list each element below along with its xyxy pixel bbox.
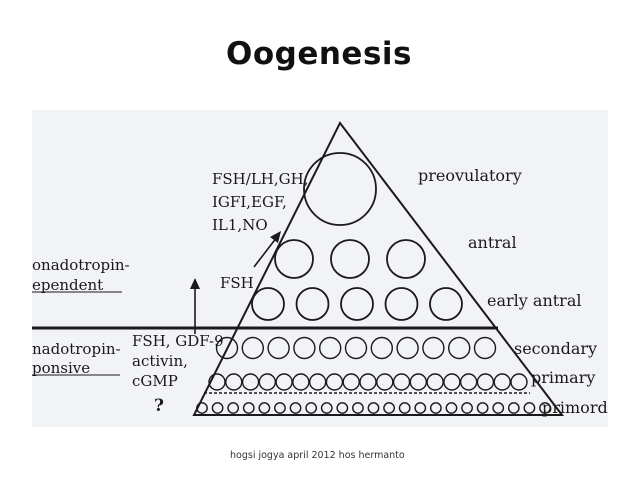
follicle-primordial xyxy=(507,402,520,414)
follicle-primordial xyxy=(336,402,349,414)
follicle-primordial xyxy=(211,402,224,414)
follicle-primary xyxy=(359,373,377,391)
follicle-primary xyxy=(443,373,461,391)
pyramid-outline xyxy=(192,121,565,416)
factor-activin: activin, xyxy=(132,352,188,370)
follicle-primary xyxy=(426,373,444,391)
follicle-primordial xyxy=(445,402,458,414)
follicle-secondary xyxy=(293,336,316,360)
follicle-early-antral xyxy=(429,287,463,321)
factor-line-2: IGFI,EGF, xyxy=(212,193,287,211)
follicle-primordial xyxy=(320,402,333,414)
follicle-primordial xyxy=(492,402,505,414)
factor-line-1: FSH/LH,GH, xyxy=(212,170,308,188)
oogenesis-diagram: FSH/LH,GH, IGFI,EGF, IL1,NO FSH FSH, GDF… xyxy=(32,110,608,427)
factor-cgmp: cGMP xyxy=(132,372,178,390)
factor-line-3: IL1,NO xyxy=(212,216,268,234)
follicle-primordial xyxy=(227,402,240,414)
follicle-primary xyxy=(275,373,293,391)
left-label-dependent-2: ependent xyxy=(32,276,103,294)
left-label-dependent-1: onadotropin- xyxy=(32,256,130,274)
follicle-early-antral xyxy=(295,287,330,321)
follicle-primordial xyxy=(242,402,255,414)
follicle-primary xyxy=(292,373,310,391)
follicle-primordial xyxy=(305,402,318,414)
follicle-primary xyxy=(493,373,511,391)
slide-title: Oogenesis xyxy=(226,36,412,72)
stage-label-secondary: secondary xyxy=(514,339,597,358)
follicle-primordial xyxy=(383,402,395,414)
follicle-primary xyxy=(376,373,394,391)
factor-unknown: ? xyxy=(154,396,164,416)
follicle-primordial xyxy=(414,402,427,414)
follicle-early-antral xyxy=(340,287,374,321)
stage-label-antral: antral xyxy=(468,233,517,252)
follicle-primordial xyxy=(367,402,380,414)
arrow-head-lower xyxy=(190,278,200,289)
follicle-secondary xyxy=(344,336,368,360)
follicle-secondary xyxy=(448,336,471,360)
left-label-responsive-2: ponsive xyxy=(32,359,90,377)
follicle-secondary xyxy=(370,336,393,360)
follicle-group xyxy=(196,152,551,414)
follicle-primordial xyxy=(429,402,442,414)
follicle-primary xyxy=(258,373,277,391)
follicle-primordial xyxy=(196,402,208,414)
follicle-primary xyxy=(225,373,243,391)
follicle-primordial xyxy=(523,402,536,414)
stage-label-early-antral: early antral xyxy=(487,291,581,310)
arrow-head-upper xyxy=(270,231,281,243)
follicle-primary xyxy=(392,373,411,391)
follicle-antral xyxy=(386,239,426,279)
follicle-primordial xyxy=(476,402,489,414)
arrow-fsh-to-upper xyxy=(253,236,278,268)
follicle-secondary xyxy=(422,336,445,360)
follicle-early-antral xyxy=(251,287,285,321)
follicle-primordial xyxy=(258,402,271,414)
follicle-primary xyxy=(208,373,226,391)
follicle-secondary xyxy=(267,336,290,360)
follicle-primordial xyxy=(274,402,286,414)
follicle-primary xyxy=(325,373,344,391)
follicle-preovulatory xyxy=(303,152,377,226)
follicle-primordial xyxy=(352,402,364,414)
factor-fsh: FSH xyxy=(220,274,254,292)
follicle-primordial xyxy=(289,402,302,414)
follicle-primordial xyxy=(398,402,411,414)
follicle-secondary xyxy=(215,336,239,360)
slide-footer: hogsi jogya april 2012 hos hermanto xyxy=(230,450,405,461)
stage-label-preovulatory: preovulatory xyxy=(418,166,522,185)
follicle-primary xyxy=(241,373,260,391)
follicle-antral xyxy=(330,239,370,279)
diagram-svg: FSH/LH,GH, IGFI,EGF, IL1,NO FSH FSH, GDF… xyxy=(32,121,608,417)
follicle-primary xyxy=(342,373,360,391)
follicle-secondary xyxy=(396,336,419,360)
factor-fsh-gdf9: FSH, GDF-9 xyxy=(132,332,224,350)
follicle-primary xyxy=(308,373,327,391)
follicle-primary xyxy=(510,373,528,391)
stage-label-primordial: primord xyxy=(542,398,608,417)
follicle-secondary xyxy=(241,336,265,360)
follicle-antral xyxy=(274,239,314,279)
follicle-primary xyxy=(476,373,495,391)
left-label-responsive-1: nadotropin- xyxy=(32,340,121,358)
stage-label-primary: primary xyxy=(531,368,595,387)
follicle-early-antral xyxy=(384,287,419,321)
follicle-secondary xyxy=(473,336,497,360)
follicle-primary xyxy=(409,373,428,391)
follicle-primordial xyxy=(539,402,551,414)
follicle-primary xyxy=(459,373,478,391)
follicle-secondary xyxy=(319,336,342,360)
follicle-primordial xyxy=(461,402,473,414)
